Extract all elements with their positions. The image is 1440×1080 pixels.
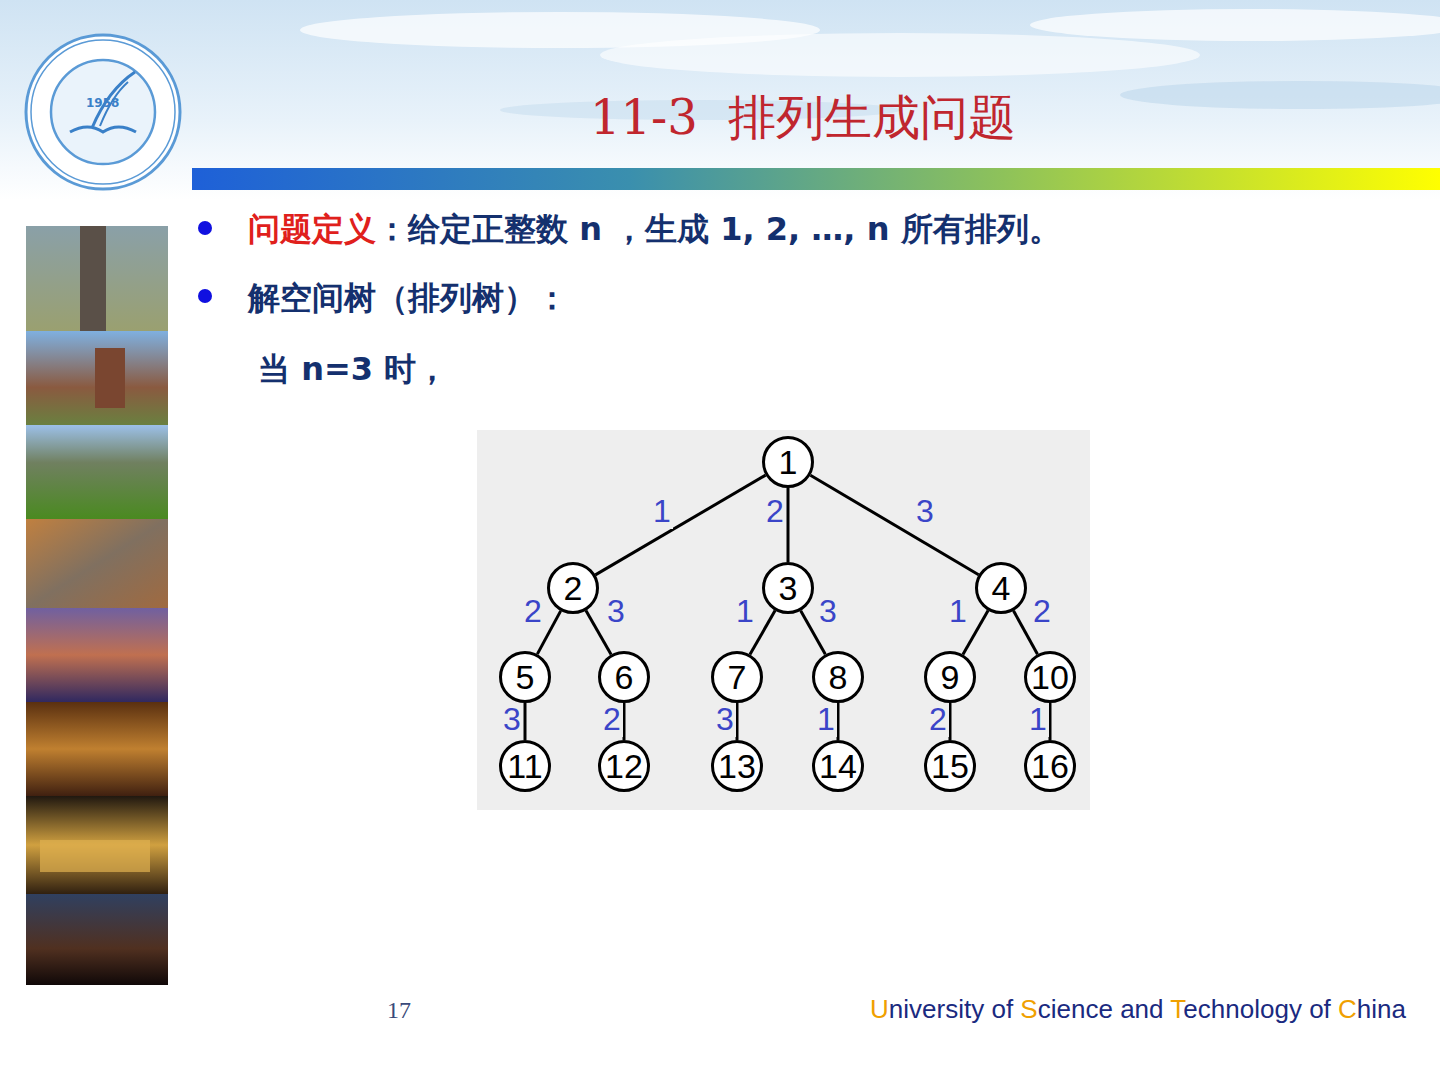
tree-edge xyxy=(837,703,840,740)
node-number: 9 xyxy=(941,660,960,694)
node-number: 15 xyxy=(931,749,969,783)
node-number: 8 xyxy=(829,660,848,694)
tree-node-circle: 7 xyxy=(711,651,763,703)
tree-node-circle: 13 xyxy=(711,740,763,792)
tree-node-circle: 9 xyxy=(924,651,976,703)
tree-node-circle: 1 xyxy=(762,436,814,488)
tree-edge xyxy=(595,475,765,575)
edge-label: 3 xyxy=(817,595,839,629)
tree-node-circle: 14 xyxy=(812,740,864,792)
node-number: 2 xyxy=(564,571,583,605)
edge-label: 3 xyxy=(605,595,627,629)
edge-label: 2 xyxy=(764,495,786,529)
tree-edge xyxy=(949,703,952,740)
edge-label: 1 xyxy=(815,703,837,737)
edge-label: 3 xyxy=(714,703,736,737)
node-number: 4 xyxy=(992,571,1011,605)
tree-node-circle: 4 xyxy=(975,562,1027,614)
tree-node-circle: 11 xyxy=(499,740,551,792)
footer-text: University of Science and Technology of … xyxy=(870,994,1406,1025)
tree-edge xyxy=(1049,703,1052,740)
tree-edge xyxy=(524,703,527,740)
edge-label: 2 xyxy=(522,595,544,629)
tree-node-circle: 3 xyxy=(762,562,814,614)
page-number: 17 xyxy=(387,996,411,1025)
slide-title: 11-3 排列生成问题 xyxy=(590,86,1016,150)
edge-label: 1 xyxy=(651,495,673,529)
tree-node-circle: 16 xyxy=(1024,740,1076,792)
tree-node-circle: 15 xyxy=(924,740,976,792)
tree-node-circle: 6 xyxy=(598,651,650,703)
definition-text: ：给定正整数 n ，生成 1, 2, …, n 所有排列。 xyxy=(376,210,1061,248)
tree-edge xyxy=(787,488,790,562)
edge-label: 1 xyxy=(947,595,969,629)
tree-node-circle: 2 xyxy=(547,562,599,614)
logo-year: 1958 xyxy=(86,96,119,110)
edge-label: 3 xyxy=(914,495,936,529)
node-number: 6 xyxy=(615,660,634,694)
node-number: 14 xyxy=(819,749,857,783)
case-text: 当 n=3 时， xyxy=(258,350,448,388)
term-label: 问题定义 xyxy=(248,210,376,248)
node-number: 13 xyxy=(718,749,756,783)
node-number: 1 xyxy=(779,445,798,479)
node-number: 11 xyxy=(507,749,542,783)
node-number: 3 xyxy=(779,571,798,605)
node-number: 10 xyxy=(1031,660,1069,694)
node-number: 12 xyxy=(605,749,643,783)
node-number: 7 xyxy=(728,660,747,694)
edge-label: 1 xyxy=(1027,703,1049,737)
node-number: 16 xyxy=(1031,749,1069,783)
tree-edge xyxy=(736,703,739,740)
tree-node-circle: 8 xyxy=(812,651,864,703)
edge-label: 2 xyxy=(1031,595,1053,629)
node-number: 5 xyxy=(516,660,535,694)
tree-edge xyxy=(810,475,978,575)
tree-edge xyxy=(623,703,626,740)
edge-label: 2 xyxy=(927,703,949,737)
edge-label: 2 xyxy=(601,703,623,737)
bullet-text: 解空间树（排列树）： xyxy=(248,279,568,317)
edge-label: 3 xyxy=(501,703,523,737)
tree-node-circle: 10 xyxy=(1024,651,1076,703)
tree-node-circle: 5 xyxy=(499,651,551,703)
tree-node-circle: 12 xyxy=(598,740,650,792)
edge-label: 1 xyxy=(734,595,756,629)
